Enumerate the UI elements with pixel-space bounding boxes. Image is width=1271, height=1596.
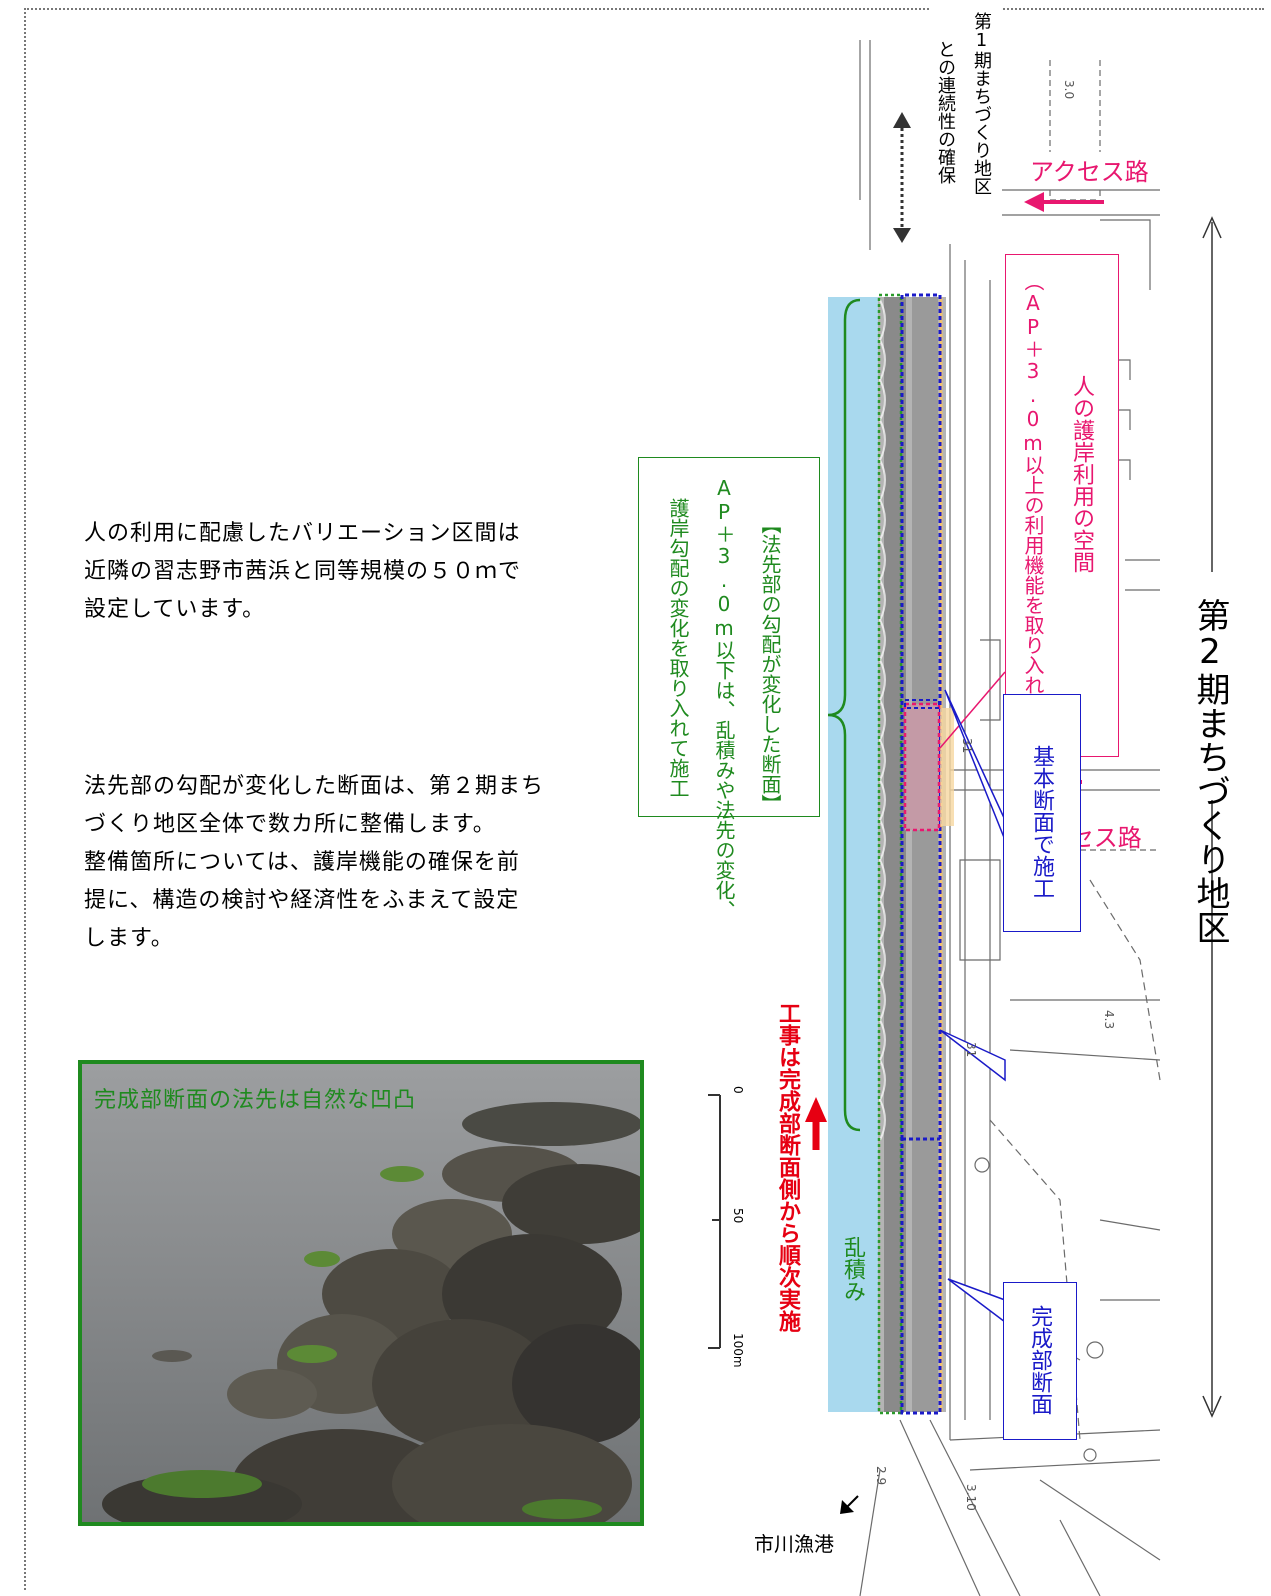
text-line: 設定しています。 <box>84 597 266 622</box>
access-arrow-top-head <box>1024 192 1044 212</box>
continuity-arrow-head-bottom <box>893 228 911 243</box>
completed-pointer-a <box>939 1029 1006 1082</box>
base-map-lines <box>859 40 1161 1596</box>
phase1-label-backdrop <box>930 8 1002 244</box>
rock-shore-image <box>82 1064 640 1522</box>
scale-bar <box>708 1094 721 1349</box>
riprap-label: 乱積み <box>840 1236 865 1302</box>
phase2-area-label: 第2期まちづくり地区 <box>1190 598 1230 944</box>
human-use-callout: 人の護岸利用の空間 （AP＋3.0m以上の利用機能を取り入れる） <box>1005 254 1119 757</box>
seawall-crest <box>912 297 938 1412</box>
phase1-area-label: 第1期まちづくり地区 <box>971 12 992 195</box>
phase2-arrow-bottom <box>1202 1395 1222 1418</box>
scale-label-0: 0 <box>731 1086 745 1094</box>
variation-explanation: 人の利用に配慮したバリエーション区間は 近隣の習志野市茜浜と同等規模の５０ｍで … <box>84 515 521 629</box>
ichikawa-harbor-label: 市川漁港 <box>754 1528 834 1557</box>
slope-section-title: 【法先部の勾配が変化した断面】 <box>758 514 782 814</box>
slope-section-callout: 【法先部の勾配が変化した断面】 AP＋3.0m以下は、乱積みや法先の変化、 護岸… <box>638 457 820 920</box>
variation-section-outline <box>900 293 942 1415</box>
use-space-title: 人の護岸利用の空間 <box>1069 375 1094 573</box>
harbor-arrow-head <box>840 1500 854 1514</box>
map-symbols <box>974 1157 1104 1462</box>
map-label: 3.0 <box>1062 80 1076 100</box>
text-line: 人の利用に配慮したバリエーション区間は <box>84 521 521 546</box>
construction-arrow-head <box>805 1097 827 1122</box>
text-line: 法先部の勾配が変化した断面は、第２期まち <box>84 774 545 799</box>
page-frame <box>24 8 1264 1590</box>
continuity-label: との連続性の確保 <box>935 40 956 184</box>
use-space-pointer <box>939 671 1006 749</box>
slope-section-detail: AP＋3.0m以下は、乱積みや法先の変化、 <box>712 476 736 920</box>
text-line: 整備箇所については、護岸機能の確保を前 <box>84 850 520 875</box>
slope-section-brace <box>827 298 861 1132</box>
phase2-arrow-top <box>1202 216 1222 239</box>
map-label: 2.9 <box>874 1466 888 1486</box>
completed-section-label: 完成部断面 <box>1027 1305 1052 1415</box>
continuity-arrow-head-top <box>893 112 911 128</box>
slope-section-detail-2: 護岸勾配の変化を取り入れて施工 <box>666 498 690 798</box>
toe-variation-line <box>878 299 886 1141</box>
human-use-space <box>903 702 941 832</box>
photo-caption: 完成部断面の法先は自然な凹凸 <box>94 1088 417 1113</box>
use-space-top <box>904 699 940 709</box>
completed-section-callout: 完成部断面 <box>1003 1282 1077 1440</box>
completed-pointer-b <box>947 1278 1006 1324</box>
map-label: 3.10 <box>964 1484 978 1511</box>
access-route-label-top: アクセス路 <box>1030 152 1149 187</box>
scale-label-100: 100m <box>731 1333 745 1368</box>
basic-section-callout: 基本断面で施工 <box>1003 694 1081 932</box>
text-line: づくり地区全体で数カ所に整備します。 <box>84 812 496 837</box>
scale-label-50: 50 <box>731 1208 745 1224</box>
map-label: 31 <box>964 1042 978 1058</box>
riprap-photo: 完成部断面の法先は自然な凹凸 <box>78 1060 644 1526</box>
text-line: 近隣の習志野市茜浜と同等規模の５０ｍで <box>84 559 522 584</box>
text-line: 提に、構造の検討や経済性をふまえて設定 <box>84 888 520 913</box>
text-line: します。 <box>84 926 174 951</box>
map-label: 31 <box>960 738 974 754</box>
sea-area <box>828 297 880 1412</box>
basic-section-label: 基本断面で施工 <box>1029 745 1054 899</box>
slope-section-explanation: 法先部の勾配が変化した断面は、第２期まち づくり地区全体で数カ所に整備します。 … <box>84 768 544 958</box>
use-space-detail: （AP＋3.0m以上の利用機能を取り入れる） <box>1021 271 1045 735</box>
map-label: 4.3 <box>1102 1010 1116 1030</box>
construction-order-note: 工事は完成部断面側から順次実施 <box>775 1002 800 1332</box>
usage-glow <box>940 708 954 826</box>
